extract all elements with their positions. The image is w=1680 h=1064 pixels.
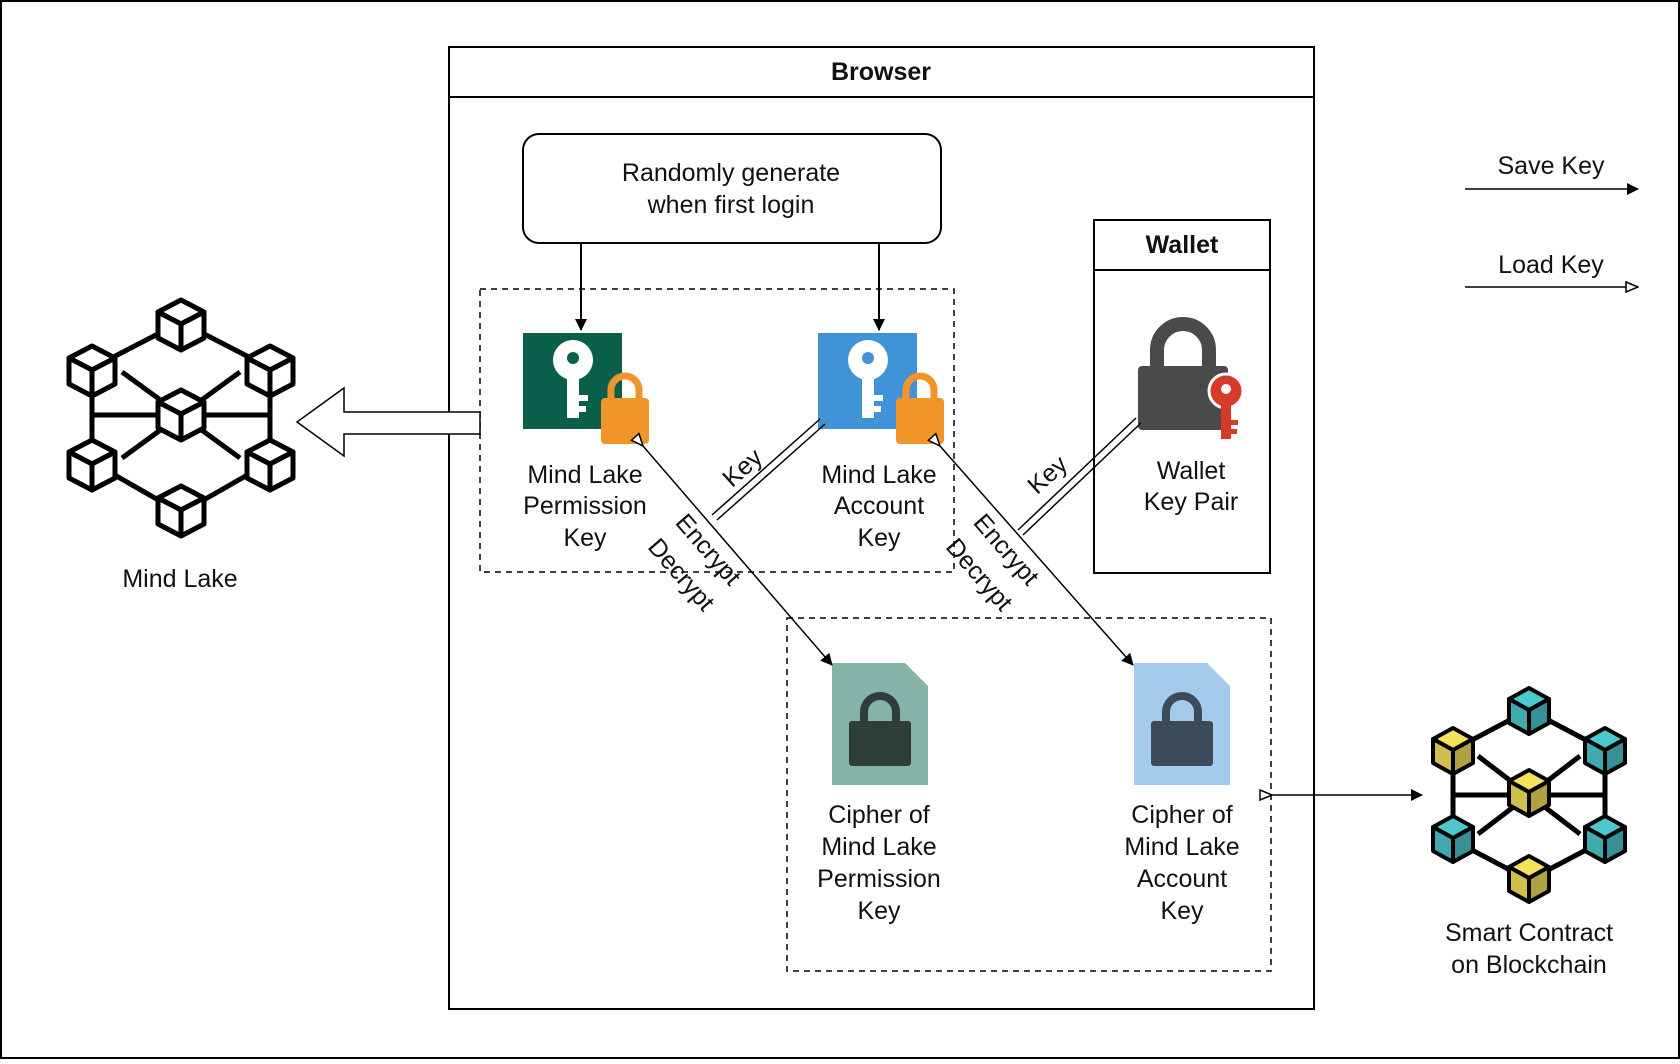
smart-contract-cubes-icon bbox=[1431, 686, 1627, 904]
cipher-permission-line3: Permission bbox=[817, 865, 941, 893]
legend-load-label: Load Key bbox=[1498, 251, 1604, 279]
random-generate-line1: Randomly generate bbox=[622, 159, 840, 187]
smart-contract-cube bbox=[1507, 854, 1551, 904]
encrypt-decrypt-arrow-permission bbox=[643, 446, 832, 665]
wallet-lock-icon bbox=[1138, 317, 1228, 430]
legend: Save Key Load Key bbox=[1465, 152, 1639, 287]
browser-title: Browser bbox=[831, 58, 931, 86]
mind-lake-cubes-icon bbox=[69, 300, 293, 536]
smart-contract-cube bbox=[1583, 726, 1627, 776]
smart-contract-cube bbox=[1431, 814, 1475, 864]
cipher-account-line3: Account bbox=[1137, 865, 1227, 893]
permission-key-line1: Mind Lake bbox=[527, 461, 642, 489]
smart-contract-cube bbox=[1431, 726, 1475, 776]
account-key-line3: Key bbox=[857, 524, 901, 552]
cipher-permission-line4: Key bbox=[857, 897, 901, 925]
smart-contract-line2: on Blockchain bbox=[1451, 951, 1607, 979]
account-key-line2: Account bbox=[834, 492, 924, 520]
hollow-arrow-to-mind-lake bbox=[295, 386, 481, 458]
cipher-account-doc-icon bbox=[1134, 663, 1230, 785]
cipher-account-line1: Cipher of bbox=[1131, 801, 1232, 829]
smart-contract-cube bbox=[1507, 686, 1551, 736]
permission-key-line3: Key bbox=[563, 524, 607, 552]
wallet-red-key-icon bbox=[1207, 372, 1245, 439]
wallet-key-pair-line2: Key Pair bbox=[1144, 488, 1238, 516]
permission-key-line2: Permission bbox=[523, 492, 647, 520]
smart-contract-line1: Smart Contract bbox=[1445, 919, 1613, 947]
random-generate-box: Randomly generate when first login bbox=[522, 133, 942, 244]
cipher-permission-line1: Cipher of bbox=[828, 801, 929, 829]
encrypt-decrypt-arrow-account bbox=[940, 446, 1133, 665]
wallet-key-pair-line1: Wallet bbox=[1157, 457, 1226, 485]
smart-contract-cube bbox=[1583, 814, 1627, 864]
cipher-account-line4: Key bbox=[1160, 897, 1204, 925]
random-generate-line2: when first login bbox=[647, 191, 815, 219]
cipher-permission-doc-icon bbox=[832, 663, 928, 785]
wallet-title: Wallet bbox=[1146, 231, 1219, 259]
mind-lake-label: Mind Lake bbox=[122, 565, 237, 593]
cipher-permission-line2: Mind Lake bbox=[821, 833, 936, 861]
permission-key-icon bbox=[523, 333, 649, 444]
legend-save-label: Save Key bbox=[1497, 152, 1605, 180]
account-key-line1: Mind Lake bbox=[821, 461, 936, 489]
cipher-account-line2: Mind Lake bbox=[1124, 833, 1239, 861]
smart-contract-cube bbox=[1507, 768, 1551, 818]
